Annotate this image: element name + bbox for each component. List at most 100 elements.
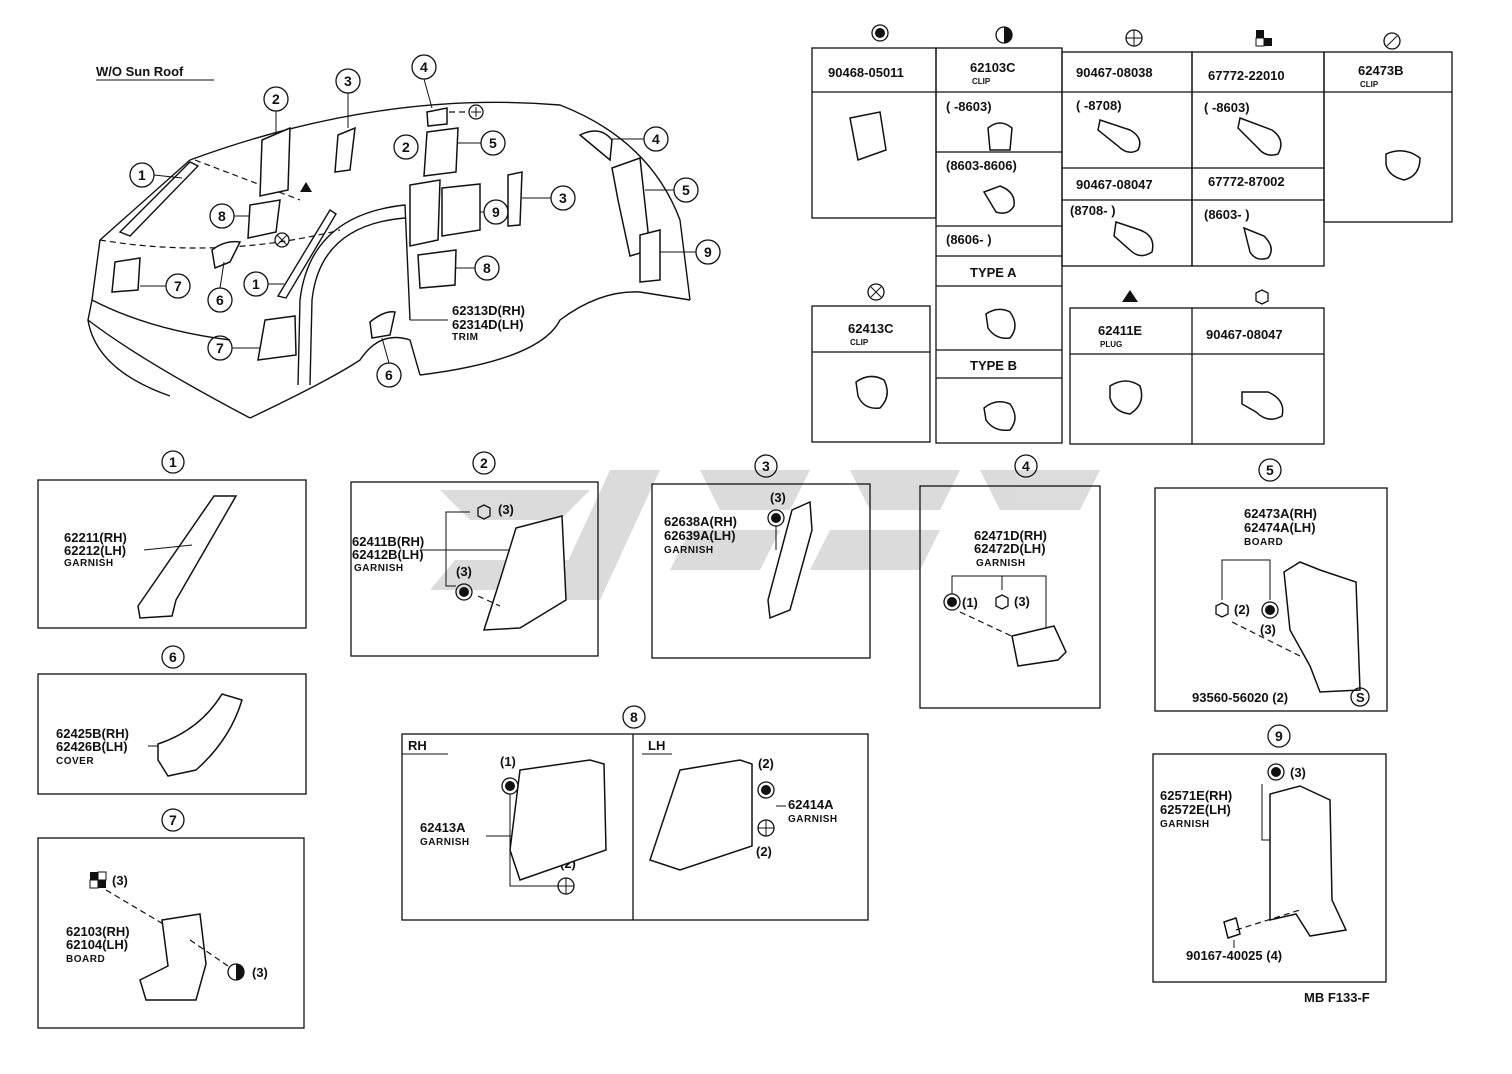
callout-5b: 5 (682, 182, 690, 198)
detail-8-rh-label: RH (408, 738, 427, 753)
detail-5-bolt: 93560-56020 (2) (1192, 690, 1288, 705)
bolt-range-2: (8708- ) (1070, 203, 1116, 218)
callout-3a: 3 (344, 73, 352, 89)
detail-5-name: BOARD (1244, 537, 1283, 548)
callout-3b: 3 (559, 190, 567, 206)
detail-3-num: 3 (762, 458, 770, 474)
detail-1-name: GARNISH (64, 558, 114, 569)
detail-2-name: GARNISH (354, 563, 404, 574)
circle-x-icon (870, 286, 882, 298)
detail-9-num: 9 (1275, 728, 1283, 744)
detail-5-num: 5 (1266, 462, 1274, 478)
fastener-lower-part-1: 62413C (848, 321, 894, 336)
callout-6a: 6 (216, 292, 224, 308)
detail-4-num: 4 (1022, 458, 1030, 474)
detail-7-qty-2: (3) (252, 965, 268, 980)
detail-8-rh-name: GARNISH (420, 837, 470, 848)
variant-label: W/O Sun Roof (96, 64, 184, 79)
clip-range-3: (8606- ) (946, 232, 992, 247)
grommet-range-1: ( -8603) (1204, 100, 1250, 115)
fastener-table: 90468-05011 62103C CLIP 90467-08038 6777… (811, 24, 1453, 445)
fastener-part-5: 62473B (1358, 63, 1404, 78)
detail-2-qty-1: (3) (498, 502, 514, 517)
detail-8-num: 8 (630, 709, 638, 725)
detail-9-qty-1: (3) (1290, 765, 1306, 780)
detail-9-part-lh: 62572E(LH) (1160, 802, 1231, 817)
detail-1-part-lh: 62212(LH) (64, 543, 126, 558)
fastener-part-3: 90467-08038 (1076, 65, 1153, 80)
callout-8a: 8 (483, 260, 491, 276)
detail-2-num: 2 (480, 455, 488, 471)
diagram-code: MB F133-F (1304, 990, 1370, 1005)
detail-5-bolt-symbol: S (1356, 690, 1365, 705)
callout-2a: 2 (272, 91, 280, 107)
detail-7-qty-1: (3) (112, 873, 128, 888)
callout-7b: 7 (216, 340, 224, 356)
callout-9a: 9 (492, 204, 500, 220)
callout-1b: 1 (252, 276, 260, 292)
clip-range-2: (8603-8606) (946, 158, 1017, 173)
detail-7-part-lh: 62104(LH) (66, 937, 128, 952)
trim-name: TRIM (452, 332, 478, 343)
octagon-outline-icon (1255, 289, 1269, 305)
detail-4: 4 62471D(RH) 62472D(LH) GARNISH (1) (3) (919, 454, 1101, 709)
fastener-part-2: 62103C (970, 60, 1016, 75)
fastener-lower-name-2: PLUG (1100, 340, 1122, 349)
detail-2-part-rh: 62411B(RH) (352, 534, 424, 549)
callout-4b: 4 (652, 131, 660, 147)
callout-5a: 5 (489, 135, 497, 151)
detail-4-part-rh: 62471D(RH) (974, 528, 1047, 543)
detail-3-part-rh: 62638A(RH) (664, 514, 737, 529)
trim-part-lh: 62314D(LH) (452, 317, 524, 332)
filled-triangle-icon (1122, 290, 1138, 302)
callout-6b: 6 (385, 367, 393, 383)
fastener-lower-name-1: CLIP (850, 338, 869, 347)
fastener-lower-part-2: 62411E (1098, 323, 1142, 338)
bolt-range-1: ( -8708) (1076, 98, 1122, 113)
watermark-logo (430, 470, 1100, 600)
fastener-lower-part-3: 90467-08047 (1206, 327, 1283, 342)
detail-8-lh-part: 62414A (788, 797, 834, 812)
fastener-part-1: 90468-05011 (828, 65, 904, 80)
fastener-name-5: CLIP (1360, 80, 1379, 89)
detail-3: 3 62638A(RH) 62639A(LH) GARNISH (3) (651, 454, 871, 659)
clip-type-b: TYPE B (970, 358, 1017, 373)
detail-8-rh-qty-1: (1) (500, 754, 516, 769)
detail-2: 2 62411B(RH) 62412B(LH) GARNISH (3) (3) (350, 451, 599, 657)
detail-2-qty-2: (3) (456, 564, 472, 579)
detail-9-part-rh: 62571E(RH) (1160, 788, 1232, 803)
detail-9-bolt: 90167-40025 (4) (1186, 948, 1282, 963)
detail-6: 6 62425B(RH) 62426B(LH) COVER (37, 645, 307, 795)
detail-8-lh-qty-2: (2) (756, 844, 772, 859)
fastener-name-2: CLIP (972, 77, 991, 86)
detail-9-name: GARNISH (1160, 819, 1210, 830)
detail-7-name: BOARD (66, 954, 105, 965)
detail-4-name: GARNISH (976, 558, 1026, 569)
filled-circle-ring-icon (875, 28, 885, 38)
detail-6-part-lh: 62426B(LH) (56, 739, 128, 754)
callout-2b: 2 (402, 139, 410, 155)
detail-1: 1 62211(RH) 62212(LH) GARNISH (37, 450, 307, 629)
detail-6-part-rh: 62425B(RH) (56, 726, 129, 741)
detail-1-num: 1 (169, 454, 177, 470)
detail-1-part-rh: 62211(RH) (64, 530, 127, 545)
detail-8-lh-label: LH (648, 738, 665, 753)
detail-5-part-rh: 62473A(RH) (1244, 506, 1317, 521)
detail-4-qty-2: (3) (1014, 594, 1030, 609)
clip-range-1: ( -8603) (946, 99, 992, 114)
detail-7-part-rh: 62103(RH) (66, 924, 130, 939)
detail-3-part-lh: 62639A(LH) (664, 528, 736, 543)
detail-5-part-lh: 62474A(LH) (1244, 520, 1316, 535)
detail-5-qty-1: (2) (1234, 602, 1250, 617)
callout-4a: 4 (420, 59, 428, 75)
detail-8-rh-part: 62413A (420, 820, 466, 835)
bolt-alt-part: 90467-08047 (1076, 177, 1153, 192)
detail-7-num: 7 (169, 812, 177, 828)
detail-5-qty-2: (3) (1260, 622, 1276, 637)
fastener-part-4: 67772-22010 (1208, 68, 1285, 83)
trim-part-rh: 62313D(RH) (452, 303, 525, 318)
detail-7: 7 (3) 62103(RH) 62104(LH) BOARD (3) (37, 808, 305, 1029)
grommet-alt-part: 67772-87002 (1208, 174, 1285, 189)
overview-callouts: 1 2 3 4 2 5 3 9 8 4 5 9 8 1 6 7 7 6 (129, 54, 721, 388)
